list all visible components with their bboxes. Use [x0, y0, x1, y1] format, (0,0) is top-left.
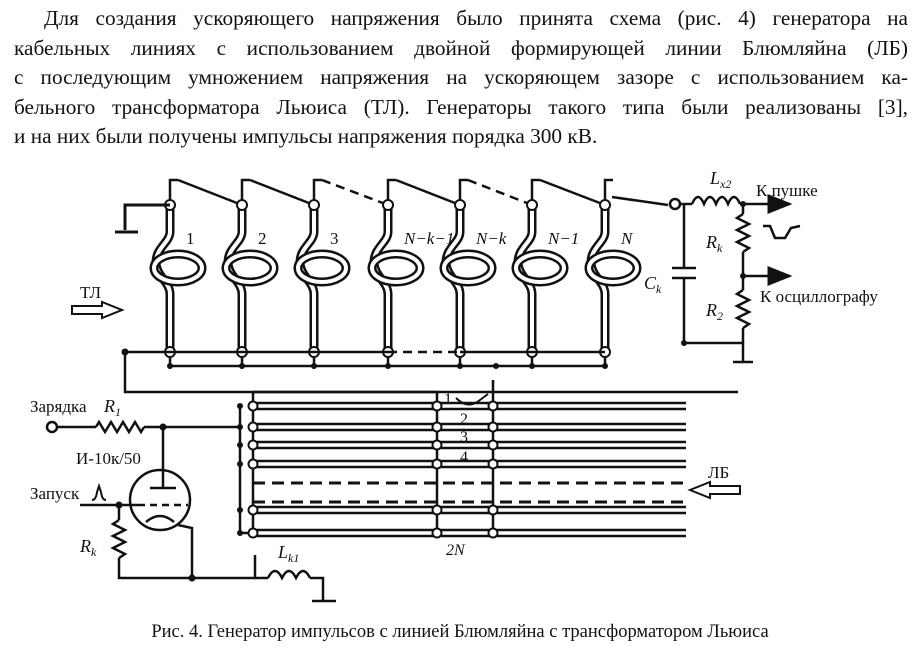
rk-cathode-label: Rk	[79, 536, 97, 559]
stage-label: 1	[186, 229, 195, 248]
resistor-r1	[94, 419, 146, 435]
tl-arrow: ТЛ	[71, 283, 125, 320]
transformer-bus	[123, 350, 738, 394]
ground-inductor	[255, 569, 336, 603]
rk-label: Rk	[705, 232, 723, 255]
switch-label: И-10к/50	[76, 449, 141, 468]
blumlein-line	[237, 504, 686, 516]
to-gun-label: К пушке	[756, 181, 818, 200]
lb-label: ЛБ	[708, 463, 729, 482]
line-number: 4	[460, 449, 468, 466]
blumlein-line	[237, 400, 686, 412]
line-2n-label: 2N	[446, 542, 466, 559]
lk1-label: Lk1	[277, 542, 299, 565]
r2-label: R2	[705, 300, 723, 323]
paragraph-line: с последующим умножением напряжения на у…	[14, 65, 908, 90]
paragraph-line: и на них были получены импульсы напряжен…	[14, 124, 598, 149]
trigger-label: Запуск	[30, 484, 80, 503]
stage-label: N	[620, 229, 634, 248]
line-number: 2	[460, 411, 468, 428]
transformer-stage: 2	[221, 178, 315, 369]
transformer-stage: 1	[149, 178, 243, 369]
paragraph-line: бельного трансформатора Льюиса (ТЛ). Ген…	[14, 94, 908, 119]
body-paragraph: Для создания ускоряющего напряжения было…	[14, 4, 908, 152]
line-number: 1	[444, 391, 452, 408]
blumlein-line	[237, 439, 686, 451]
blumlein-line	[237, 421, 686, 433]
paragraph-line: кабельных линиях с использованием двойно…	[14, 35, 908, 60]
stage-label: 3	[330, 229, 339, 248]
ground-symbol	[115, 203, 170, 234]
blumlein-line	[237, 527, 686, 539]
transformer-stage: N−1	[511, 178, 606, 369]
lb-arrow: ЛБ	[687, 463, 741, 500]
stage-label: 2	[258, 229, 267, 248]
inductor-lk1	[266, 569, 312, 581]
figure-caption: Рис. 4. Генератор импульсов с линией Блю…	[151, 622, 769, 642]
tl-label: ТЛ	[80, 283, 102, 302]
inductor-lx2	[690, 195, 742, 208]
output-network	[611, 195, 801, 364]
blumlein-lines	[237, 380, 686, 539]
transformer-stage: N	[584, 178, 642, 369]
r1-label: R1	[103, 396, 121, 419]
to-oscilloscope-label: К осциллографу	[760, 287, 878, 306]
line-number: 3	[460, 429, 468, 446]
lewis-transformer-stages: 1 2 3 N−k−1 N−k N−1 N	[121, 178, 642, 369]
transformer-stage: 3	[293, 178, 389, 369]
charging-label: Зарядка	[30, 397, 87, 416]
ck-label: Ck	[644, 273, 662, 296]
lx2-label: Lx2	[709, 168, 731, 191]
stage-label: N−k	[475, 229, 507, 248]
line-1-connector	[455, 393, 489, 406]
stage-label: N−1	[547, 229, 579, 248]
resistor-rk	[734, 212, 752, 254]
resistor-rk-cathode	[110, 518, 128, 560]
paragraph-line: Для создания ускоряющего напряжения было…	[44, 6, 908, 30]
pulse-waveform	[763, 224, 801, 240]
thyratron-tube	[128, 468, 192, 532]
stage-label: N−k−1	[403, 229, 454, 248]
resistor-r2	[734, 288, 752, 330]
blumlein-line	[237, 458, 686, 470]
